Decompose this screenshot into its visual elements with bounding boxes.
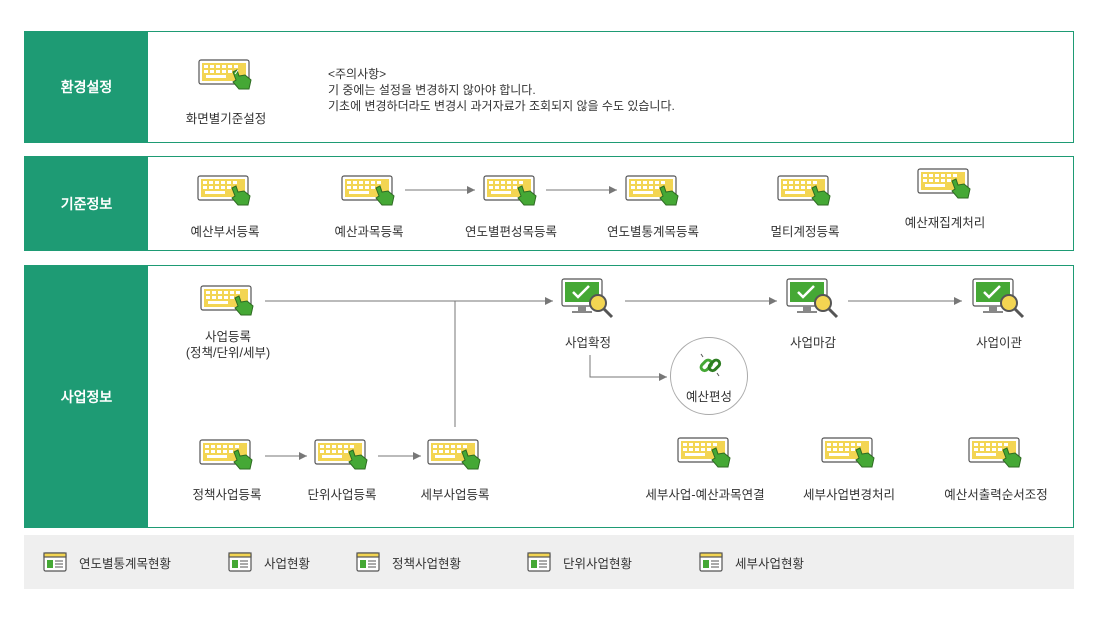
link-icon — [699, 353, 722, 377]
report-window-icon — [43, 552, 67, 572]
node-label: 예산부서등록 — [190, 225, 260, 239]
arrow-confirm-budget — [589, 355, 667, 381]
keyboard-hand-icon — [197, 175, 251, 206]
monitor-search-icon — [786, 278, 839, 319]
node-multi-account[interactable]: 멀티계정등록 — [742, 174, 868, 240]
node-project-transfer[interactable]: 사업이관 — [936, 276, 1062, 351]
node-label: 사업이관 — [975, 336, 1022, 350]
node-budget-reaggregate[interactable]: 예산재집계처리 — [882, 167, 1008, 231]
report-window-icon — [699, 552, 723, 572]
keyboard-hand-icon — [625, 175, 679, 206]
section-label-env: 환경설정 — [25, 32, 148, 142]
keyboard-hand-icon — [341, 175, 395, 206]
report-window-icon — [356, 552, 380, 572]
keyboard-hand-icon — [917, 168, 971, 199]
node-detail-change[interactable]: 세부사업변경처리 — [784, 436, 914, 503]
section-label-project: 사업정보 — [25, 266, 148, 527]
report-link-detail[interactable]: 세부사업현황 — [699, 552, 804, 572]
report-link-unit[interactable]: 단위사업현황 — [527, 552, 632, 572]
node-label: 사업마감 — [789, 336, 836, 350]
keyboard-hand-icon — [968, 437, 1022, 468]
node-label: 연도별통계목등록 — [606, 225, 699, 239]
keyboard-hand-icon — [821, 437, 875, 468]
node-project-register[interactable]: 사업등록 (정책/단위/세부) — [165, 284, 291, 361]
report-link-label: 연도별통계목현황 — [79, 556, 172, 571]
node-label: 예산편성 — [685, 390, 732, 404]
node-label: 사업확정 — [564, 336, 611, 350]
node-label: 단위사업등록 — [307, 488, 377, 502]
node-yearly-org[interactable]: 연도별편성목등록 — [448, 174, 574, 240]
section-label-base: 기준정보 — [25, 157, 148, 250]
keyboard-hand-icon — [483, 175, 537, 206]
report-link-label: 세부사업현황 — [735, 556, 805, 571]
keyboard-hand-icon — [199, 439, 253, 470]
keyboard-hand-icon — [677, 437, 731, 468]
node-print-order[interactable]: 예산서출력순서조정 — [926, 436, 1066, 503]
node-project-close[interactable]: 사업마감 — [750, 276, 876, 351]
report-link-policy[interactable]: 정책사업현황 — [356, 552, 461, 572]
keyboard-hand-icon — [314, 439, 368, 470]
node-label: 세부사업등록 — [420, 488, 490, 502]
node-label: 화면별기준설정 — [185, 112, 267, 126]
keyboard-hand-icon — [200, 285, 254, 316]
node-budget-dept[interactable]: 예산부서등록 — [162, 174, 288, 240]
report-link-yearly-stat[interactable]: 연도별통계목현황 — [43, 552, 171, 572]
monitor-search-icon — [972, 278, 1025, 319]
section-project: 사업정보 — [24, 265, 1074, 528]
report-window-icon — [527, 552, 551, 572]
node-policy-register[interactable]: 정책사업등록 — [164, 438, 290, 503]
node-budget-subject[interactable]: 예산과목등록 — [306, 174, 432, 240]
monitor-search-icon — [561, 278, 614, 319]
node-label: 세부사업변경처리 — [802, 488, 895, 502]
node-unit-register[interactable]: 단위사업등록 — [279, 438, 405, 503]
node-project-confirm[interactable]: 사업확정 — [525, 276, 651, 351]
keyboard-hand-icon — [777, 175, 831, 206]
node-label: 사업등록 — [204, 330, 251, 344]
report-bar: 연도별통계목현황 사업현황 정책사업현황 — [24, 535, 1074, 589]
keyboard-hand-icon — [427, 439, 481, 470]
report-link-label: 사업현황 — [264, 556, 311, 571]
node-detail-budget-link[interactable]: 세부사업-예산과목연결 — [640, 436, 770, 503]
node-label: 예산과목등록 — [334, 225, 404, 239]
notice-line2: 기초에 변경하더라도 변경시 과거자료가 조회되지 않을 수도 있습니다. — [328, 99, 675, 113]
node-sublabel: (정책/단위/세부) — [185, 346, 271, 360]
node-budget-formation[interactable]: 예산편성 — [670, 337, 748, 415]
report-link-project[interactable]: 사업현황 — [228, 552, 310, 572]
notice-box: <주의사항> 기 중에는 설정을 변경하지 않아야 합니다. 기초에 변경하더라… — [328, 66, 675, 114]
node-label: 멀티계정등록 — [770, 225, 840, 239]
notice-line1: 기 중에는 설정을 변경하지 않아야 합니다. — [328, 83, 536, 97]
notice-title: <주의사항> — [328, 67, 387, 81]
node-label: 세부사업-예산과목연결 — [645, 488, 765, 502]
node-label: 예산서출력순서조정 — [944, 488, 1048, 502]
node-screen-setting[interactable]: 화면별기준설정 — [163, 58, 289, 127]
node-yearly-stat[interactable]: 연도별통계목등록 — [590, 174, 716, 240]
section-env: 환경설정 — [24, 31, 1074, 143]
node-label: 예산재집계처리 — [904, 216, 986, 230]
node-label: 정책사업등록 — [192, 488, 262, 502]
section-base: 기준정보 — [24, 156, 1074, 251]
node-detail-register[interactable]: 세부사업등록 — [392, 438, 518, 503]
keyboard-hand-icon — [198, 59, 252, 90]
report-link-label: 정책사업현황 — [392, 556, 462, 571]
report-window-icon — [228, 552, 252, 572]
report-link-label: 단위사업현황 — [563, 556, 633, 571]
node-label: 연도별편성목등록 — [464, 225, 557, 239]
